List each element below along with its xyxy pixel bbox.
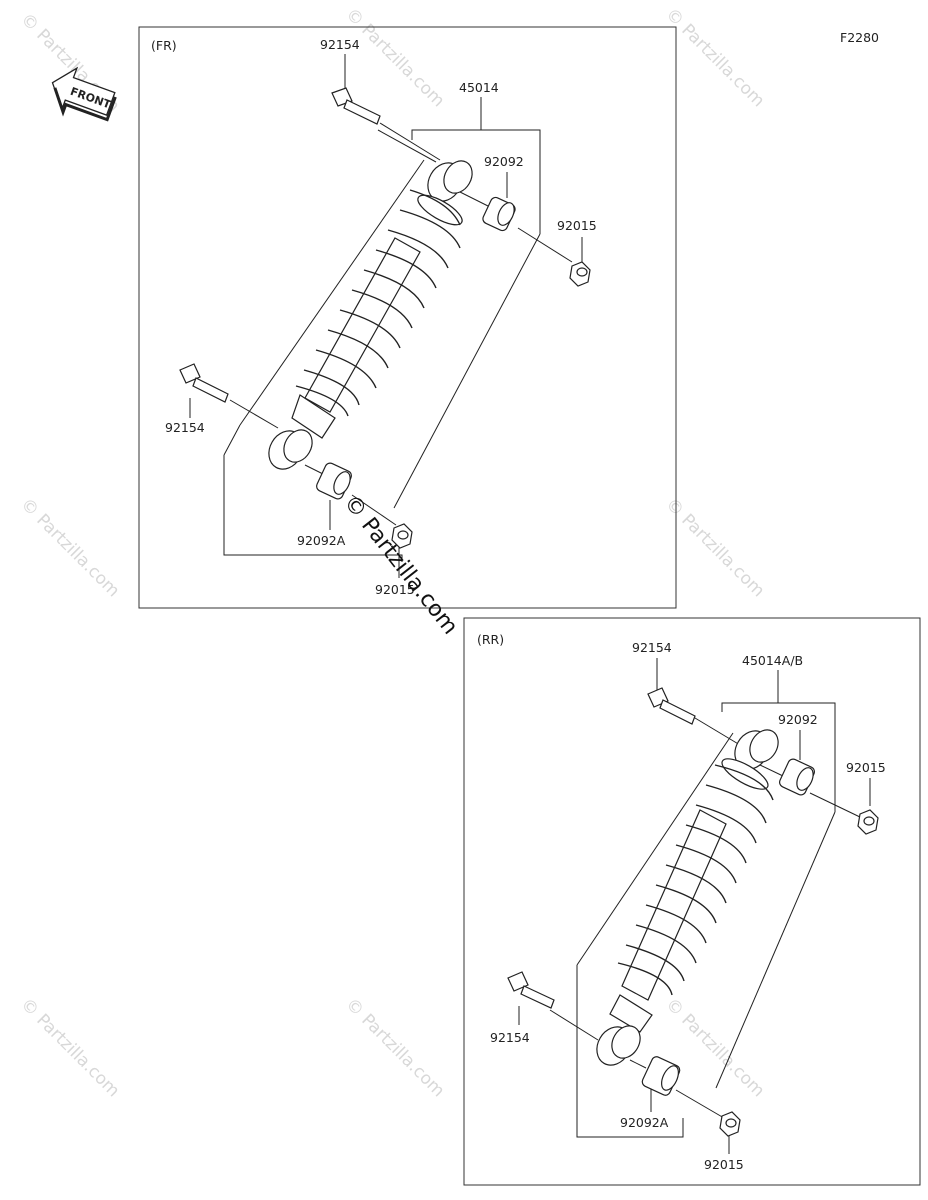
bushing-icon [482,196,516,232]
label-bushing-bottom: 92092A [620,1115,669,1130]
nut-icon [857,809,879,835]
bushing-icon [779,758,815,796]
label-bushing-bottom: 92092A [297,533,346,548]
bushing-icon [641,1056,681,1096]
label-nut-top: 92015 [557,218,597,233]
label-bolt-top: 92154 [632,640,672,655]
nut-icon [719,1111,741,1137]
watermark: © Partzilla.com [661,4,768,111]
label-bushing-top: 92092 [778,712,818,727]
collar-icon [427,160,473,202]
collar-icon [734,729,779,770]
spring-coils [295,189,461,417]
watermark-center: © Partzilla.com [338,490,462,639]
watermark: © Partzilla.com [341,4,448,111]
nut-icon [391,523,413,549]
label-nut-bottom: 92015 [375,582,415,597]
label-bolt-bottom: 92154 [490,1030,530,1045]
bushing-icon [316,462,352,500]
front-panel-border [138,26,677,609]
bolt-icon [331,87,381,125]
label-nut-top: 92015 [846,760,886,775]
watermark: © Partzilla.com [16,494,123,601]
collar-icon [596,1025,641,1066]
spring-coils [617,764,774,996]
shock-absorber-icon [291,189,463,439]
label-assembly: 45014A/B [742,653,803,668]
bolt-icon [647,687,696,725]
label-bolt-top: 92154 [320,37,360,52]
bolt-icon [179,363,229,403]
front-panel: (FR) 92154 45014 92092 92015 92154 92092… [138,26,677,609]
rear-panel-border [463,617,921,1186]
watermark: © Partzilla.com [341,994,448,1101]
shock-absorber-icon [609,758,774,1033]
watermark: © Partzilla.com [661,494,768,601]
nut-icon [569,261,591,287]
front-panel-title: (FR) [151,38,177,53]
label-assembly: 45014 [459,80,499,95]
label-nut-bottom: 92015 [704,1157,744,1172]
watermark: © Partzilla.com [16,994,123,1101]
watermark: © Partzilla.com [661,994,768,1101]
front-arrow-icon: FRONT [51,66,117,122]
bolt-icon [507,971,555,1009]
figure-code: F2280 [840,30,879,45]
rear-panel-title: (RR) [477,632,504,647]
label-bushing-top: 92092 [484,154,524,169]
label-bolt-bottom: 92154 [165,420,205,435]
collar-icon [268,429,313,470]
rear-panel: (RR) 92154 45014A/B 92092 92015 92154 92… [463,617,921,1186]
